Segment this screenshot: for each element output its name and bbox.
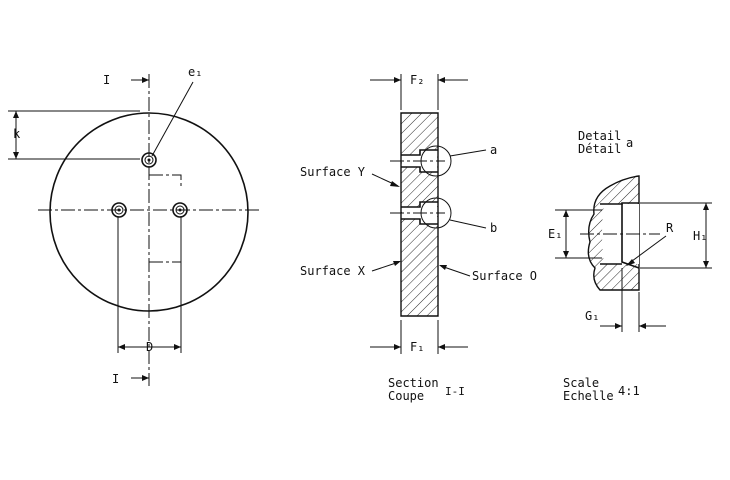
detail-title-fr: Détail: [578, 142, 621, 156]
detail-title-en: Detail: [578, 129, 621, 143]
dim-d: D: [146, 340, 153, 354]
section-path-line-lower: [149, 261, 182, 305]
section-caption-fr: Coupe: [388, 389, 424, 403]
dim-g1: G₁: [585, 309, 599, 323]
detail-circle-b: [420, 197, 452, 229]
dim-e1: E₁: [548, 227, 562, 241]
callout-b: b: [490, 221, 497, 235]
dim-f1: F₁: [410, 340, 424, 354]
dim-f2: F₂: [410, 73, 424, 87]
section-path-line: [149, 174, 182, 186]
section-caption-en: Section: [388, 376, 439, 390]
callout-e1: e₁: [188, 65, 202, 79]
dim-k: k: [13, 127, 21, 141]
dim-h1: H₁: [693, 229, 707, 243]
callout-a: a: [490, 143, 497, 157]
section-mark-bottom: I: [112, 372, 119, 386]
section-caption-ref: I-I: [445, 385, 465, 398]
detail-title-ref: a: [626, 136, 633, 150]
scale-label-en: Scale: [563, 376, 599, 390]
front-view: I I e₁ k D: [8, 65, 262, 386]
surface-y-label: Surface Y: [300, 165, 366, 179]
detail-view: Detail Détail a E₁ H₁ R G₁: [548, 129, 712, 403]
section-mark-top: I: [103, 73, 110, 87]
scale-value: 4:1: [618, 384, 640, 398]
detail-circle-a: [420, 145, 452, 177]
hole-right: [172, 202, 188, 218]
surface-o-label: Surface O: [472, 269, 537, 283]
surface-x-label: Surface X: [300, 264, 366, 278]
e1-leader: [151, 81, 194, 157]
section-view: a b F₂ F₁ Surface Y Surface X Surface O …: [300, 73, 537, 403]
scale-label-fr: Echelle: [563, 389, 614, 403]
hole-left: [111, 202, 127, 218]
hole-top: [141, 152, 157, 168]
dim-r: R: [666, 221, 674, 235]
